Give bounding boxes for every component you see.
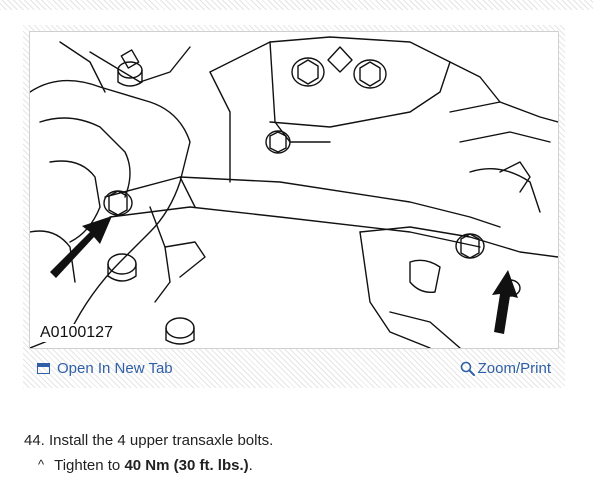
step-instruction: 44. Install the 4 upper transaxle bolts. <box>24 432 274 449</box>
open-in-new-tab-label: Open In New Tab <box>57 360 173 377</box>
figure-container: A0100127 Open In New Tab Zoom/Print <box>23 25 565 388</box>
substep-marker: ^ <box>38 457 45 472</box>
transaxle-diagram[interactable]: A0100127 <box>29 31 559 349</box>
torque-substep: ^ Tighten to 40 Nm (30 ft. lbs.) . <box>38 457 253 474</box>
substep-suffix: . <box>248 457 253 474</box>
top-divider <box>0 0 593 10</box>
substep-prefix: Tighten to <box>54 457 125 474</box>
zoom-print-label: Zoom/Print <box>477 360 551 377</box>
window-icon <box>37 363 50 374</box>
figure-label: A0100127 <box>38 324 115 342</box>
torque-value: 40 Nm (30 ft. lbs.) <box>124 457 249 474</box>
zoom-print-link[interactable]: Zoom/Print <box>460 360 551 377</box>
transaxle-illustration <box>30 36 558 348</box>
open-in-new-tab-link[interactable]: Open In New Tab <box>29 360 173 377</box>
magnifier-icon <box>460 361 475 376</box>
figure-actions: Open In New Tab Zoom/Print <box>29 355 559 382</box>
